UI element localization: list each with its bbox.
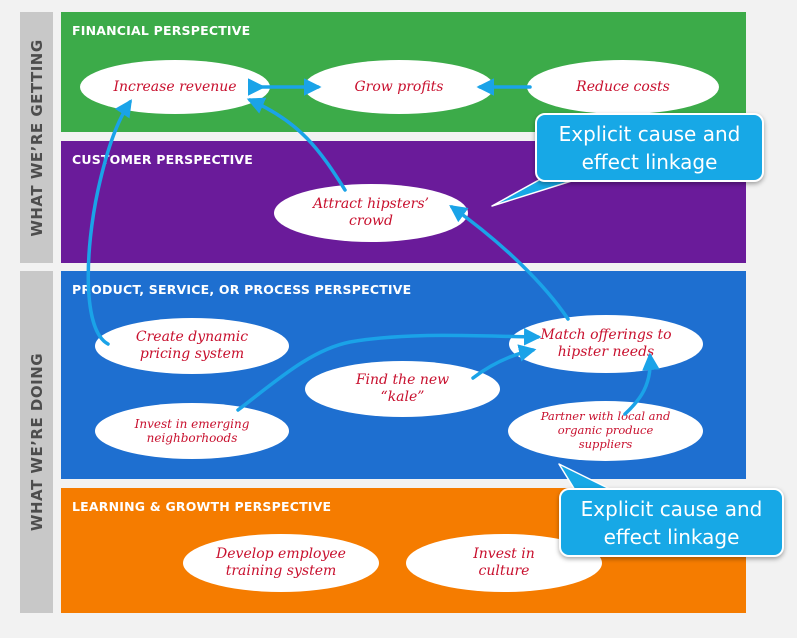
objective-reduce-costs[interactable]: Reduce costs [527,60,719,114]
objective-invest-neighborhoods[interactable]: Invest in emerging neighborhoods [95,403,289,459]
objective-grow-profits[interactable]: Grow profits [304,60,494,114]
objective-attract-hipsters[interactable]: Attract hipsters’ crowd [274,184,468,242]
band-title-process: PRODUCT, SERVICE, OR PROCESS PERSPECTIVE [72,282,412,297]
side-label-getting: WHAT WE’RE GETTING [27,38,46,237]
objective-invest-culture[interactable]: Invest in culture [406,534,602,592]
objective-partner-suppliers[interactable]: Partner with local and organic produce s… [508,401,703,461]
objective-dynamic-pricing[interactable]: Create dynamic pricing system [95,318,289,374]
side-label-doing: WHAT WE’RE DOING [27,352,46,532]
band-title-financial: FINANCIAL PERSPECTIVE [72,23,251,38]
callout-bottom: Explicit cause and effect linkage [559,488,784,557]
band-title-customer: CUSTOMER PERSPECTIVE [72,152,254,167]
side-bar-getting: WHAT WE’RE GETTING [20,12,53,263]
objective-employee-training[interactable]: Develop employee training system [183,534,379,592]
callout-top: Explicit cause and effect linkage [535,113,764,182]
objective-find-kale[interactable]: Find the new “kale” [305,361,500,417]
band-title-learning: LEARNING & GROWTH PERSPECTIVE [72,499,332,514]
objective-increase-revenue[interactable]: Increase revenue [80,60,270,114]
objective-match-offerings[interactable]: Match offerings to hipster needs [509,315,703,373]
side-bar-doing: WHAT WE’RE DOING [20,271,53,613]
